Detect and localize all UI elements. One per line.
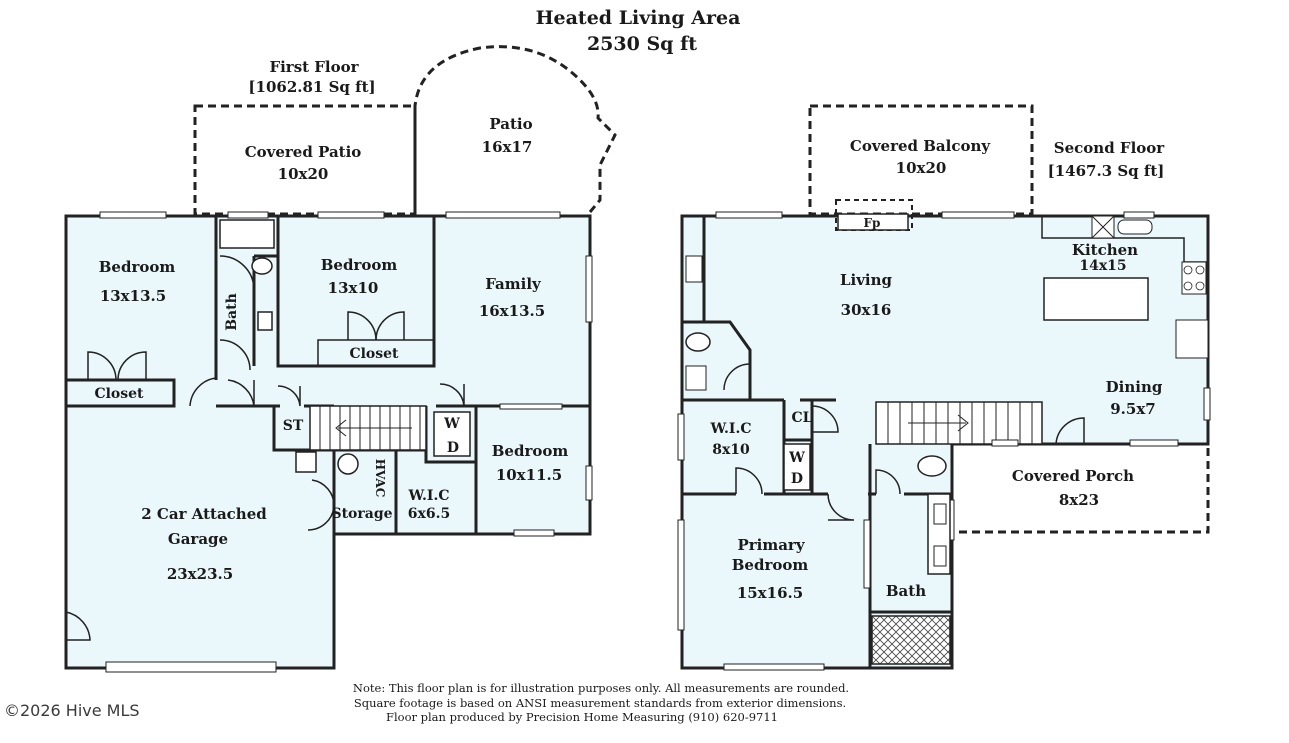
bedroom-mid-label: Bedroom	[321, 256, 398, 274]
family-label: Family	[485, 275, 542, 293]
patio-size: 16x17	[482, 138, 533, 156]
note-line-3: Floor plan produced by Precision Home Me…	[386, 710, 778, 724]
bedroom-left-size: 13x13.5	[100, 287, 166, 305]
kitchen-size: 14x15	[1079, 258, 1126, 274]
patio-area	[413, 45, 617, 214]
note-line-2: Square footage is based on ANSI measurem…	[354, 696, 846, 710]
living-size: 30x16	[841, 301, 892, 319]
bedroom-right-label: Bedroom	[492, 442, 569, 460]
primary-label-line1: Primary	[737, 536, 805, 554]
garage-label-line2: Garage	[168, 530, 228, 548]
covered-porch-size: 8x23	[1059, 491, 1099, 509]
wic-second-size: 8x10	[712, 442, 750, 458]
living-label: Living	[840, 271, 893, 289]
dining-label: Dining	[1106, 378, 1163, 396]
covered-balcony-size: 10x20	[896, 159, 947, 177]
primary-size: 15x16.5	[737, 584, 803, 602]
watermark: ©2026 Hive MLS	[4, 701, 140, 720]
dryer-2-label: D	[791, 471, 803, 487]
wic-second-label: W.I.C	[710, 421, 752, 437]
bedroom-mid-size: 13x10	[328, 279, 379, 297]
wic-first-size: 6x6.5	[408, 506, 450, 522]
note-line-1: Note: This floor plan is for illustratio…	[353, 681, 849, 695]
first-floor-area: [1062.81 Sq ft]	[248, 78, 375, 96]
covered-patio-size: 10x20	[278, 165, 329, 183]
st-label: ST	[283, 418, 304, 434]
closet-left-label: Closet	[94, 386, 144, 402]
covered-balcony-area	[808, 104, 1034, 216]
total-area: 2530 Sq ft	[587, 33, 697, 55]
washer-label: W	[443, 416, 460, 432]
storage-label: Storage	[331, 506, 392, 522]
washer-2-label: W	[788, 450, 805, 466]
covered-porch-label: Covered Porch	[1012, 467, 1134, 485]
bedroom-right-size: 10x11.5	[496, 466, 562, 484]
bedroom-left-label: Bedroom	[99, 258, 176, 276]
primary-label-line2: Bedroom	[732, 556, 809, 574]
garage-label-line1: 2 Car Attached	[141, 505, 267, 523]
second-floor: Second Floor [1467.3 Sq ft] Covered Balc…	[677, 104, 1211, 671]
hvac-label: HVAC	[373, 459, 387, 498]
wic-first-label: W.I.C	[408, 488, 450, 504]
bath-2-label: Bath	[886, 582, 926, 600]
dining-size: 9.5x7	[1110, 400, 1155, 418]
second-floor-area: [1467.3 Sq ft]	[1048, 162, 1165, 180]
cl-label: CL	[792, 410, 813, 426]
closet-mid-label: Closet	[349, 346, 399, 362]
bath-label: Bath	[224, 293, 240, 331]
dryer-label: D	[447, 440, 459, 456]
covered-porch-area	[950, 442, 1210, 534]
kitchen-label: Kitchen	[1072, 241, 1138, 259]
page-title: Heated Living Area	[536, 7, 741, 29]
first-floor-title: First Floor	[269, 58, 359, 76]
first-floor: First Floor [1062.81 Sq ft] Covered Pati…	[64, 45, 617, 673]
covered-patio-label: Covered Patio	[245, 143, 362, 161]
fireplace-label: Fp	[864, 216, 881, 230]
patio-label: Patio	[489, 115, 532, 133]
family-size: 16x13.5	[479, 302, 545, 320]
garage-size: 23x23.5	[167, 565, 233, 583]
covered-balcony-label: Covered Balcony	[850, 137, 991, 155]
second-floor-title: Second Floor	[1054, 139, 1165, 157]
